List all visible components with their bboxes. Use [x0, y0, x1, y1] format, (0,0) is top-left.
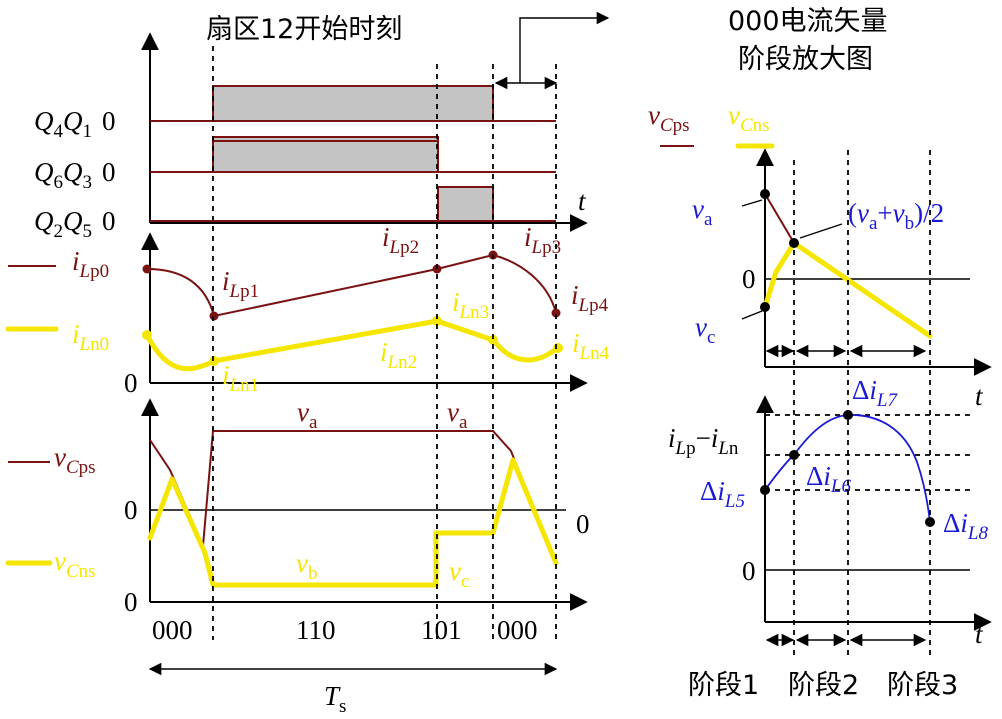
- iln3-label: iLn3: [452, 287, 489, 323]
- zoom-voltage-t-label: t: [975, 381, 984, 411]
- zoom-pointer-arrow: [519, 11, 610, 83]
- stage-3-label: 阶段3: [887, 670, 958, 701]
- di7-label: ΔiL7: [852, 375, 898, 411]
- iln4-point: [553, 343, 563, 353]
- di5-point: [760, 485, 770, 495]
- title-left: 扇区12开始时刻: [206, 14, 402, 45]
- iln2-label: iLn2: [380, 337, 417, 373]
- ilp1-point: [209, 311, 219, 321]
- ilp-waveform: [146, 253, 557, 318]
- va-label-1: va: [297, 397, 318, 433]
- title-right-line1: 000电流矢量: [728, 6, 888, 37]
- iln3-point: [432, 316, 442, 326]
- zoom-vcns-waveform: [762, 240, 933, 339]
- di8-label: ΔiL8: [943, 508, 988, 544]
- stage-2-label: 阶段2: [788, 670, 859, 701]
- avg-pointer: [799, 223, 843, 239]
- iln4-label: iLn4: [572, 328, 610, 364]
- q2q5-pulse: [437, 186, 494, 222]
- zoom-current-zero-label: 0: [742, 556, 756, 586]
- va-label-2: va: [447, 397, 468, 433]
- vc-pointer: [741, 310, 763, 320]
- zoom-va-label: va: [692, 194, 713, 230]
- title-right-line2: 阶段放大图: [738, 44, 873, 75]
- ilp1-label: iLp1: [222, 266, 259, 302]
- vb-label: vb: [296, 548, 317, 584]
- iln0-label: iLn0: [72, 319, 109, 355]
- iln0-point: [142, 330, 152, 340]
- ilp2-label: iLp2: [382, 222, 419, 258]
- vector-code-3: 101: [421, 615, 462, 645]
- zoom-va-point: [760, 189, 770, 199]
- q4q1-pulse: [212, 85, 494, 122]
- iln2-point: [488, 335, 498, 345]
- ilp0-label: iLp0: [72, 246, 109, 282]
- zoom-vcps-waveform: [764, 193, 795, 244]
- di5-label: ΔiL5: [700, 476, 745, 512]
- vcns-label: vCns: [54, 546, 96, 582]
- vector-code-4: 000: [497, 615, 538, 645]
- di6-label: ΔiL6: [806, 461, 851, 497]
- vcns-waveform: [147, 457, 559, 588]
- vector-code-1: 000: [152, 615, 193, 645]
- iln1-label: iLn1: [222, 360, 259, 396]
- iln-waveform: [144, 318, 561, 372]
- zoom-vc-label: vc: [695, 312, 715, 348]
- switch-t-label: t: [578, 186, 587, 216]
- va-pointer: [741, 199, 763, 207]
- ilp4-label: iLp4: [571, 280, 609, 316]
- vector-code-2: 110: [296, 615, 336, 645]
- zoom-vcps-label: vCps: [648, 100, 690, 136]
- stage-1-label: 阶段1: [688, 670, 759, 701]
- voltage-right-zero-label: 0: [576, 509, 590, 539]
- vcps-label: vCps: [54, 442, 96, 478]
- zoom-current-t-label: t: [975, 619, 984, 649]
- zoom-voltage-zero-label: 0: [742, 264, 756, 294]
- ilp3-label: iLp3: [524, 222, 561, 258]
- diff-label: iLp−iLn: [668, 423, 739, 459]
- vcps-waveform: [149, 430, 557, 566]
- zoom-vcns-label: vCns: [728, 100, 770, 136]
- zoom-vc-point: [760, 302, 770, 312]
- voltage-origin-label: 0: [124, 587, 138, 617]
- ilp0-point: [142, 264, 152, 274]
- q6q3-pulse: [212, 136, 439, 173]
- current-zero-label: 0: [124, 368, 138, 398]
- vc-label: vc: [449, 556, 469, 592]
- ilp4-point: [551, 308, 561, 318]
- iln1-point: [209, 356, 219, 366]
- period-label: Ts: [324, 681, 346, 717]
- voltage-zero-label: 0: [124, 495, 138, 525]
